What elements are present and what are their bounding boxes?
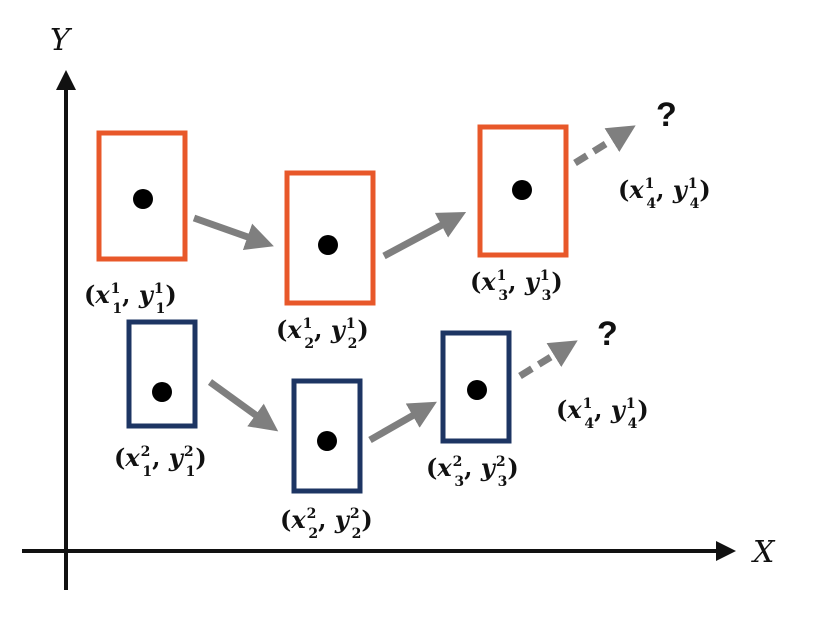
position-dot [512, 180, 532, 200]
position-dot [152, 382, 172, 402]
track2-arrow-2 [368, 401, 437, 444]
track1-frame-2 [284, 170, 376, 306]
track2-arrow-predicted [518, 340, 578, 379]
position-dot [318, 235, 338, 255]
track2-unknown-mark: ? [597, 315, 618, 353]
track1-frame-3 [477, 124, 569, 258]
track1-arrow-predicted [573, 125, 636, 166]
track1-arrow-1 [192, 214, 274, 251]
x-axis-label: X [751, 535, 776, 570]
track2-frame-3 [440, 330, 512, 444]
track2-frame-1 [126, 319, 198, 429]
track2-frame-2 [291, 378, 363, 494]
position-dot [467, 380, 487, 400]
track1-frame-1 [96, 130, 188, 262]
y-axis-label: Y [50, 23, 73, 58]
track1-unknown-mark: ? [656, 96, 677, 134]
track1-arrow-2 [382, 212, 467, 260]
position-dot [133, 189, 153, 209]
position-dot [317, 431, 337, 451]
track2-arrow-1 [207, 379, 279, 432]
